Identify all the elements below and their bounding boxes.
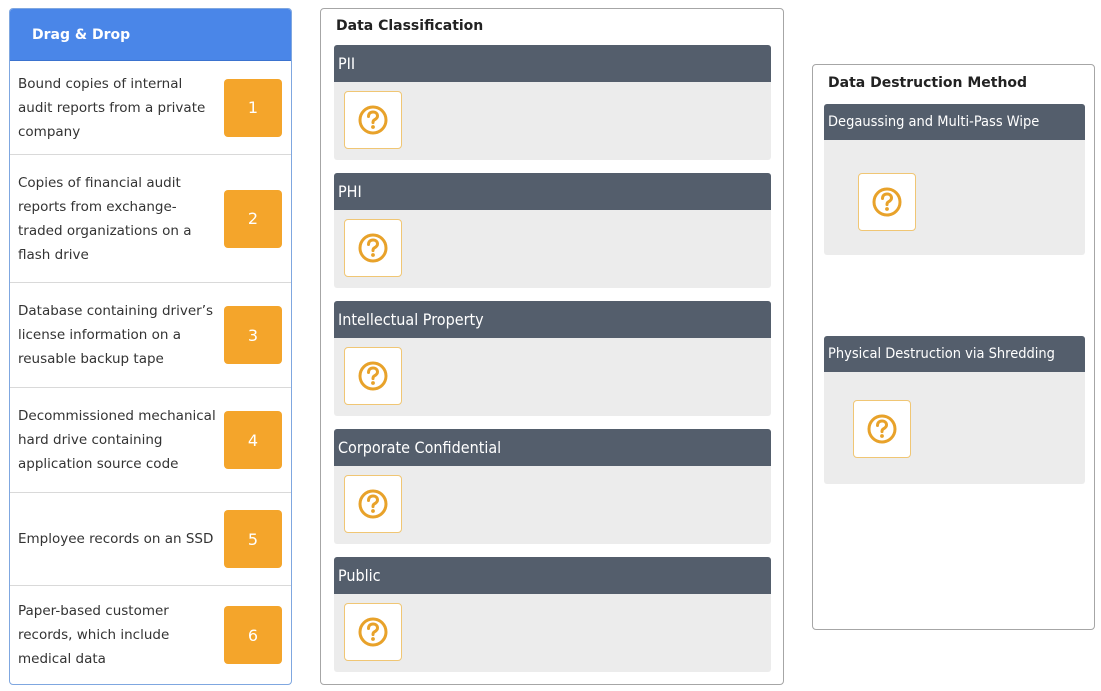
drag-item-3: Database containing driver’s license inf… bbox=[10, 283, 291, 388]
question-circle-icon bbox=[358, 361, 388, 391]
drop-zone-shredding: Physical Destruction via Shredding bbox=[824, 336, 1085, 484]
data-destruction-method-panel: Data Destruction Method Degaussing and M… bbox=[812, 64, 1095, 630]
drag-item-1: Bound copies of internal audit reports f… bbox=[10, 61, 291, 155]
zone-header: Physical Destruction via Shredding bbox=[824, 336, 1085, 372]
drop-target-slot[interactable] bbox=[344, 219, 402, 277]
drag-item-text: Employee records on an SSD bbox=[18, 531, 214, 547]
drop-zone-pii: PII bbox=[334, 45, 771, 160]
drop-zone-intellectual-property: Intellectual Property bbox=[334, 301, 771, 416]
drop-target-slot[interactable] bbox=[344, 475, 402, 533]
draggable-item-badge-4[interactable]: 4 bbox=[224, 411, 282, 469]
zone-header: Degaussing and Multi-Pass Wipe bbox=[824, 104, 1085, 140]
drag-drop-panel: Drag & Drop Bound copies of internal aud… bbox=[9, 8, 292, 685]
drag-item-text: Copies of financial audit reports from e… bbox=[18, 174, 192, 263]
question-circle-icon bbox=[358, 489, 388, 519]
question-circle-icon bbox=[358, 617, 388, 647]
drop-target-slot[interactable] bbox=[858, 173, 916, 231]
data-classification-title: Data Classification bbox=[336, 18, 484, 34]
drag-item-5: Employee records on an SSD 5 bbox=[10, 493, 291, 586]
question-circle-icon bbox=[358, 233, 388, 263]
question-circle-icon bbox=[867, 414, 897, 444]
drop-zone-public: Public bbox=[334, 557, 771, 672]
drag-item-2: Copies of financial audit reports from e… bbox=[10, 155, 291, 283]
zone-header: Public bbox=[334, 557, 771, 594]
question-circle-icon bbox=[872, 187, 902, 217]
draggable-item-badge-3[interactable]: 3 bbox=[224, 306, 282, 364]
draggable-item-badge-2[interactable]: 2 bbox=[224, 189, 282, 248]
drag-item-4: Decommissioned mechanical hard drive con… bbox=[10, 388, 291, 493]
drag-drop-header: Drag & Drop bbox=[10, 9, 291, 61]
zone-header: PII bbox=[334, 45, 771, 82]
drop-target-slot[interactable] bbox=[344, 347, 402, 405]
zone-header: Corporate Confidential bbox=[334, 429, 771, 466]
drop-zone-corporate-confidential: Corporate Confidential bbox=[334, 429, 771, 544]
data-destruction-method-title: Data Destruction Method bbox=[828, 75, 1028, 91]
drop-zone-phi: PHI bbox=[334, 173, 771, 288]
zone-header: Intellectual Property bbox=[334, 301, 771, 338]
drag-item-text: Paper-based customer records, which incl… bbox=[18, 603, 170, 667]
drop-target-slot[interactable] bbox=[853, 400, 911, 458]
drag-item-6: Paper-based customer records, which incl… bbox=[10, 586, 291, 684]
question-circle-icon bbox=[358, 105, 388, 135]
drag-item-text: Database containing driver’s license inf… bbox=[18, 303, 214, 367]
drop-zone-degaussing: Degaussing and Multi-Pass Wipe bbox=[824, 104, 1085, 255]
zone-header: PHI bbox=[334, 173, 771, 210]
drop-target-slot[interactable] bbox=[344, 91, 402, 149]
drop-target-slot[interactable] bbox=[344, 603, 402, 661]
draggable-item-badge-6[interactable]: 6 bbox=[224, 606, 282, 664]
draggable-item-badge-5[interactable]: 5 bbox=[224, 510, 282, 568]
drag-item-text: Bound copies of internal audit reports f… bbox=[18, 75, 206, 140]
drag-item-text: Decommissioned mechanical hard drive con… bbox=[18, 408, 216, 472]
data-classification-panel: Data Classification PII PHI Intellectual… bbox=[320, 8, 784, 685]
draggable-item-badge-1[interactable]: 1 bbox=[224, 78, 282, 137]
